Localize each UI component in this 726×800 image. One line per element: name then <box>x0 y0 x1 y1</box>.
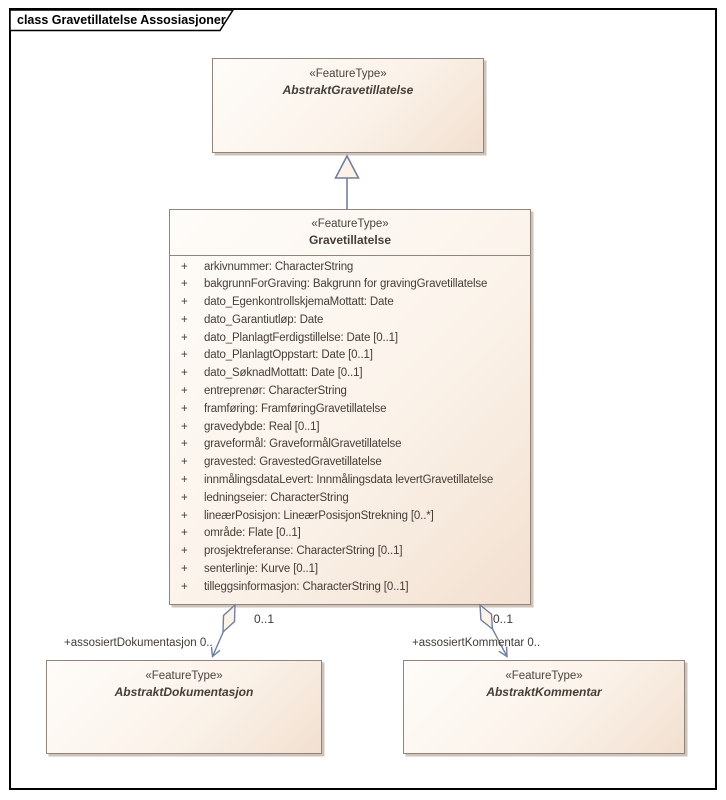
role-label-dokumentasjon: +assosiertDokumentasjon 0.. <box>64 637 213 649</box>
attribute-row: + bakgrunnForGraving: Bakgrunn for gravi… <box>170 276 530 294</box>
attribute-text: dato_SøknadMottatt: Date [0..1] <box>204 367 363 380</box>
attribute-row: + prosjektreferanse: CharacterString [0.… <box>170 543 530 561</box>
attribute-text: gravedybde: Real [0..1] <box>204 420 320 433</box>
visibility-marker: + <box>181 456 188 469</box>
attribute-text: bakgrunnForGraving: Bakgrunn for graving… <box>204 278 488 291</box>
multiplicity-kommentar-source: 0..1 <box>493 612 514 626</box>
class-box-gravetillatelse: «FeatureType» Gravetillatelse + arkivnum… <box>169 209 531 605</box>
attribute-text: område: Flate [0..1] <box>204 527 301 540</box>
attribute-text: dato_EgenkontrollskjemaMottatt: Date <box>204 296 394 309</box>
class-name: AbstraktKommentar <box>486 685 602 699</box>
attribute-text: dato_PlanlagtOppstart: Date [0..1] <box>204 349 373 362</box>
attribute-text: lineærPosisjon: LineærPosisjonStrekning … <box>204 509 434 522</box>
generalization-connector <box>334 154 360 209</box>
visibility-marker: + <box>181 491 188 504</box>
attribute-row: + lineærPosisjon: LineærPosisjonStreknin… <box>170 508 530 526</box>
visibility-marker: + <box>181 260 188 273</box>
attribute-text: dato_PlanlagtFerdigstillelse: Date [0..1… <box>204 331 398 344</box>
attribute-text: entreprenør: CharacterString <box>204 385 347 398</box>
attribute-row: + dato_Garantiutløp: Date <box>170 312 530 330</box>
visibility-marker: + <box>181 385 188 398</box>
class-box-abstrakt-gravetillatelse: «FeatureType» AbstraktGravetillatelse <box>212 58 484 153</box>
visibility-marker: + <box>181 527 188 540</box>
class-name: Gravetillatelse <box>308 233 392 247</box>
attribute-row: + område: Flate [0..1] <box>170 525 530 543</box>
multiplicity-dokumentasjon-source: 0..1 <box>254 612 275 626</box>
attribute-row: + tilleggsinformasjon: CharacterString [… <box>170 579 530 597</box>
diagram-title: class Gravetillatelse Assosiasjoner <box>17 13 226 27</box>
attribute-text: framføring: FramføringGravetillatelse <box>204 402 387 415</box>
visibility-marker: + <box>181 438 188 451</box>
stereotype-label: «FeatureType» <box>311 218 389 230</box>
class-name: AbstraktDokumentasjon <box>114 685 254 699</box>
attribute-compartment: + arkivnummer: CharacterString + bakgrun… <box>170 255 530 597</box>
attribute-text: graveformål: GraveformålGravetillatelse <box>204 438 402 451</box>
attribute-row: + entreprenør: CharacterString <box>170 383 530 401</box>
arrowhead-icon <box>210 646 221 658</box>
class-box-abstrakt-dokumentasjon: «FeatureType» AbstraktDokumentasjon <box>46 660 322 754</box>
stereotype-label: «FeatureType» <box>309 68 387 80</box>
attribute-row: + gravedybde: Real [0..1] <box>170 419 530 437</box>
attribute-text: ledningseier: CharacterString <box>204 491 349 504</box>
attribute-text: prosjektreferanse: CharacterString [0..1… <box>204 545 403 558</box>
generalization-triangle-icon <box>334 154 360 179</box>
stereotype-label: «FeatureType» <box>145 670 223 682</box>
class-box-abstrakt-kommentar: «FeatureType» AbstraktKommentar <box>403 660 685 754</box>
visibility-marker: + <box>181 349 188 362</box>
attribute-text: gravested: GravestedGravetillatelse <box>204 456 382 469</box>
attribute-text: innmålingsdataLevert: Innmålingsdata lev… <box>204 474 494 487</box>
visibility-marker: + <box>181 313 188 326</box>
attribute-row: + dato_PlanlagtOppstart: Date [0..1] <box>170 347 530 365</box>
visibility-marker: + <box>181 331 188 344</box>
visibility-marker: + <box>181 474 188 487</box>
visibility-marker: + <box>181 278 188 291</box>
stereotype-label: «FeatureType» <box>505 670 583 682</box>
attribute-row: + graveformål: GraveformålGravetillatels… <box>170 436 530 454</box>
attribute-text: arkivnummer: CharacterString <box>204 260 354 273</box>
attribute-row: + dato_EgenkontrollskjemaMottatt: Date <box>170 294 530 312</box>
visibility-marker: + <box>181 509 188 522</box>
visibility-marker: + <box>181 296 188 309</box>
visibility-marker: + <box>181 402 188 415</box>
attribute-row: + senterlinje: Kurve [0..1] <box>170 561 530 579</box>
attribute-text: senterlinje: Kurve [0..1] <box>204 563 318 576</box>
visibility-marker: + <box>181 420 188 433</box>
attribute-row: + framføring: FramføringGravetillatelse <box>170 401 530 419</box>
attribute-row: + ledningseier: CharacterString <box>170 490 530 508</box>
attribute-text: dato_Garantiutløp: Date <box>204 313 324 326</box>
attribute-row: + dato_PlanlagtFerdigstillelse: Date [0.… <box>170 330 530 348</box>
class-name: AbstraktGravetillatelse <box>282 83 414 97</box>
aggregation-connector-dokumentasjon <box>210 603 236 658</box>
aggregation-diamond-icon <box>222 603 236 634</box>
visibility-marker: + <box>181 580 188 593</box>
visibility-marker: + <box>181 545 188 558</box>
attribute-text: tilleggsinformasjon: CharacterString [0.… <box>204 580 409 593</box>
attribute-row: + gravested: GravestedGravetillatelse <box>170 454 530 472</box>
attribute-row: + innmålingsdataLevert: Innmålingsdata l… <box>170 472 530 490</box>
role-label-kommentar: +assosiertKommentar 0.. <box>412 637 541 649</box>
visibility-marker: + <box>181 367 188 380</box>
attribute-row: + dato_SøknadMottatt: Date [0..1] <box>170 365 530 383</box>
visibility-marker: + <box>181 563 188 576</box>
attribute-row: + arkivnummer: CharacterString <box>170 259 530 277</box>
aggregation-diamond-icon <box>479 603 494 631</box>
